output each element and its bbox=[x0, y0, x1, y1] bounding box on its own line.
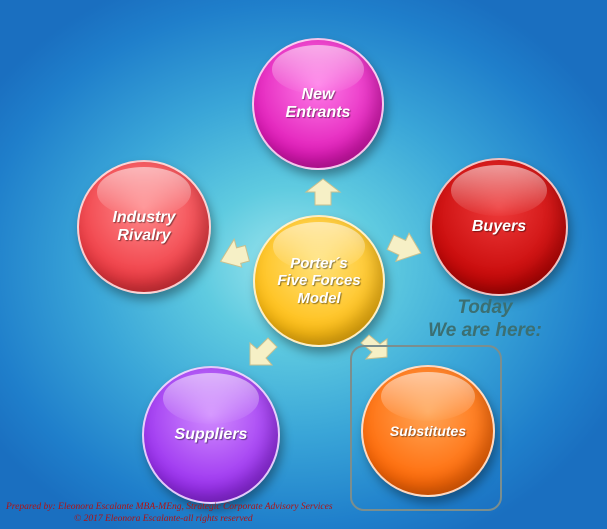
footer-prepared-by: Prepared by: Eleonora Escalante MBA-MEng… bbox=[6, 502, 333, 512]
footer-copyright: © 2017 Eleonora Escalante-all rights res… bbox=[74, 514, 253, 525]
arrow-left-icon bbox=[218, 237, 250, 270]
footer-credits: Prepared by: Eleonora Escalante MBA-MEng… bbox=[6, 501, 366, 526]
arrow-up-icon bbox=[304, 178, 342, 206]
current-position-highlight-box bbox=[350, 345, 502, 511]
force-substitutes: Substitutes bbox=[361, 365, 495, 497]
force-new-entrants: New Entrants bbox=[252, 38, 384, 170]
force-industry-rivalry-label: Industry Rivalry bbox=[112, 208, 176, 244]
force-substitutes-label: Substitutes bbox=[389, 422, 467, 439]
force-buyers: Buyers bbox=[430, 158, 568, 296]
center-model-label: Porter´s Five Forces Model bbox=[277, 255, 361, 307]
arrow-right-icon bbox=[386, 232, 422, 266]
force-suppliers-label: Suppliers bbox=[174, 425, 248, 443]
force-suppliers: Suppliers bbox=[142, 366, 280, 504]
center-model: Porter´s Five Forces Model bbox=[253, 215, 385, 347]
force-buyers-label: Buyers bbox=[471, 217, 527, 235]
today-annotation: Today We are here: bbox=[400, 297, 570, 343]
today-annotation-text: Today We are here: bbox=[428, 297, 542, 341]
arrow-down-left-icon bbox=[246, 335, 280, 369]
force-new-entrants-label: New Entrants bbox=[285, 85, 351, 121]
force-industry-rivalry: Industry Rivalry bbox=[77, 160, 211, 294]
arrow-down-right-icon bbox=[353, 333, 389, 365]
